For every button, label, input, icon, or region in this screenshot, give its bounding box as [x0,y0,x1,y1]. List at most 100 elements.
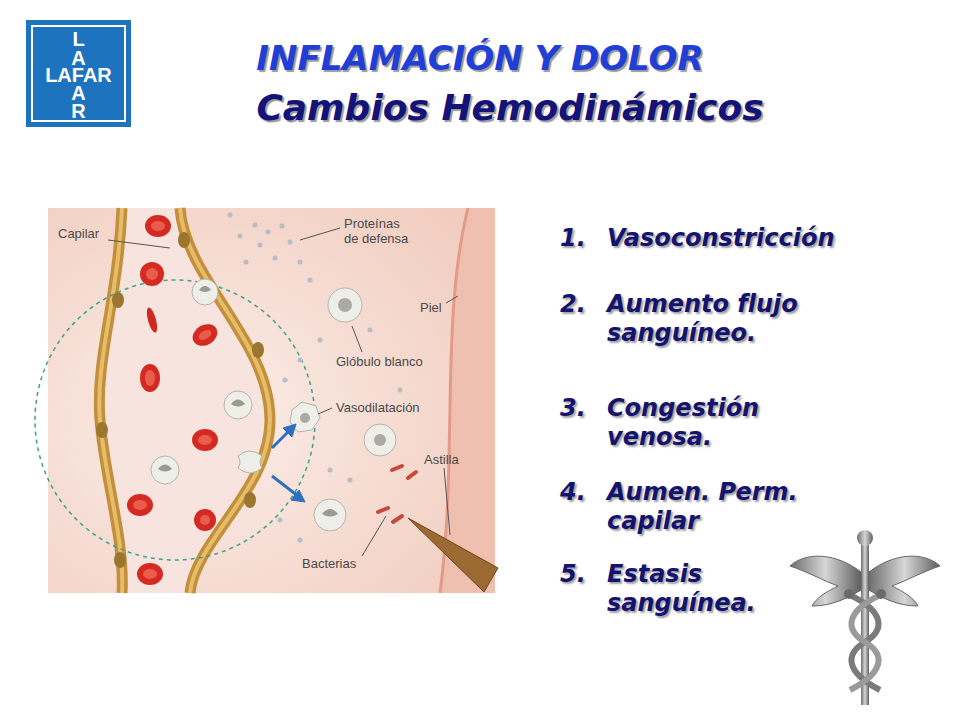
migration-arrow [291,490,305,502]
white-cells [322,509,338,517]
white-cells [199,286,211,292]
caduceus [790,530,940,705]
capillary [99,208,122,593]
part-label: Vasodilatación [336,400,436,415]
red-cells [127,494,153,516]
list-item: Vasoconstricción [607,224,937,253]
zoom-circle [35,280,315,560]
leader-line [108,228,458,556]
migration-arrow [272,476,298,496]
leader-line [446,296,458,303]
red-cells [140,262,164,286]
protein-particles [308,278,313,283]
list-item: Aumento flujo sanguíneo. [607,290,857,348]
red-cells [200,515,210,525]
white-cells [192,279,218,305]
protein-particles [398,388,403,393]
white-cells [158,465,172,472]
tissue [440,208,495,593]
migration-arrow [283,424,296,437]
red-cells [151,221,165,231]
bacteria [408,472,416,478]
capillary [252,342,264,358]
caduceus [844,589,854,599]
list-item: Congestión venosa. [607,394,857,452]
capillary [99,208,270,593]
red-cells [133,500,147,510]
protein-particles [348,478,353,483]
logo-wordmark: LAFAR [26,65,131,85]
protein-particles [253,223,258,228]
leader-line [352,326,362,352]
red-cells [145,215,171,237]
leader-line [300,228,340,240]
part-label: Piel [420,300,450,315]
protein-particles [228,213,233,218]
protein-particles [278,518,283,523]
white-cells [374,434,386,446]
list-number: 3. [560,394,604,423]
red-cells [146,268,158,280]
white-cells [231,400,245,407]
caduceus [790,556,861,606]
white-cells [364,424,396,456]
red-cells [189,320,222,350]
protein-particles [318,338,323,343]
protein-particles [238,234,243,239]
bacteria [378,508,388,512]
capillary [178,232,190,248]
red-cells [145,306,159,333]
capillary [114,552,126,568]
white-cells [338,298,352,312]
protein-particles [328,468,333,473]
protein-particles [228,213,403,543]
logo [26,20,131,127]
bacteria [378,466,416,522]
protein-particles [368,328,373,333]
protein-particles [273,256,278,261]
part-label: Glóbulo blanco [336,354,436,369]
protein-particles [266,230,271,235]
splinter [408,518,498,592]
protein-particles [298,260,303,265]
white-cells [224,391,252,419]
protein-particles [288,240,293,245]
protein-particles [283,378,288,383]
white-cells [151,456,179,484]
caduceus [850,595,880,690]
protein-particles [280,224,285,229]
capillary [99,208,122,593]
bacteria [393,516,402,522]
protein-particles [298,538,303,543]
white-cells [238,451,262,473]
white-cells [300,413,310,423]
leader-line [362,516,386,556]
white-cells [328,288,362,322]
red-cells [143,569,157,579]
caduceus [869,556,940,606]
bacteria [392,466,402,470]
capillary [96,422,108,438]
logo [26,20,131,127]
red-cells [194,509,216,531]
caduceus [850,595,880,690]
capillary [180,208,270,593]
logo-letter: R [26,101,131,121]
red-cells [197,328,213,342]
part-label: Bacterias [302,556,372,571]
white-cells [314,499,346,531]
capillary [180,208,270,593]
list-number: 2. [560,290,604,319]
protein-particles [258,243,263,248]
leader-line [444,468,450,535]
capillary [96,208,270,593]
red-cells [198,435,212,445]
subtitle: Cambios Hemodinámicos [150,86,870,130]
red-cells [137,563,163,585]
part-label: Capilar [58,226,118,241]
protein-particles [298,358,303,363]
capillary [244,492,256,508]
red-cells [127,215,221,585]
red-cells [192,429,218,451]
